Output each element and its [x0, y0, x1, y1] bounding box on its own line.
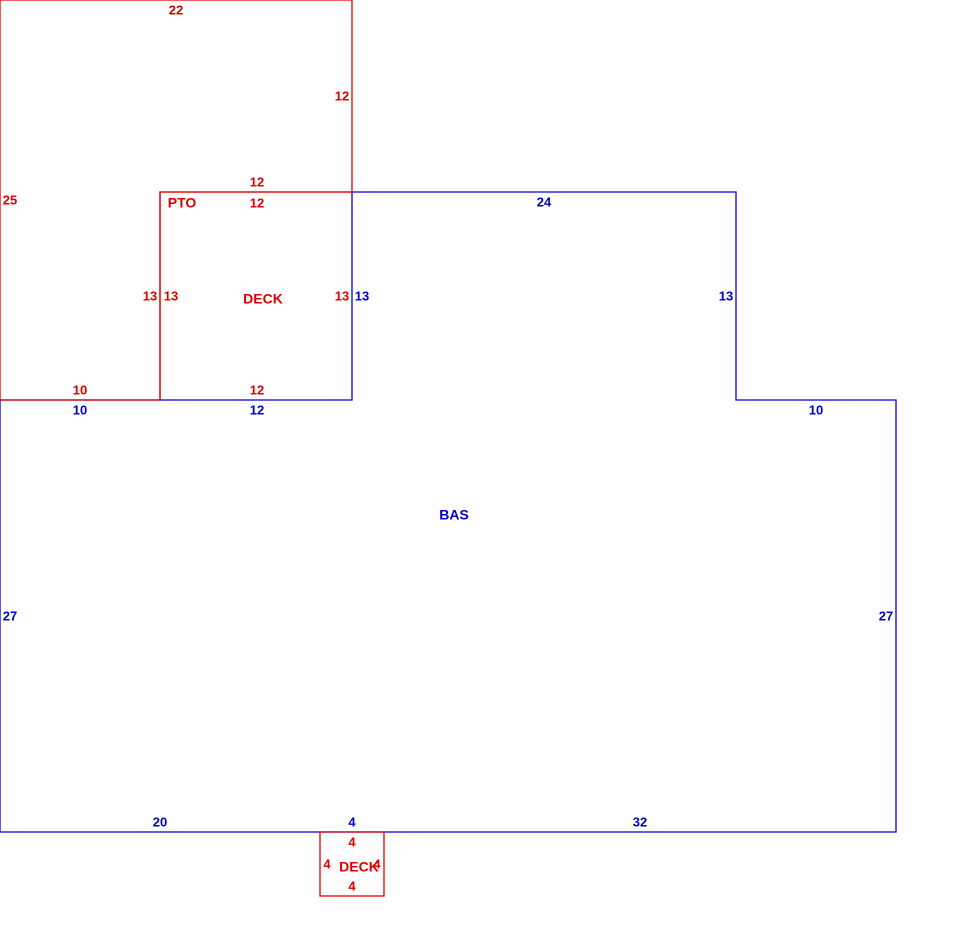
deck-upper-area-label: DECK [243, 291, 283, 307]
pto-dim-bottom: 10 [73, 382, 87, 397]
deck-lower-area-label: DECK [339, 859, 379, 875]
deck-lower-dim-bottom: 4 [348, 878, 356, 893]
bas-dim-left: 27 [3, 608, 17, 623]
deck-lower-dim-right: 4 [373, 856, 381, 871]
bas-dim-bottom-left: 20 [153, 814, 167, 829]
bas-dim-step-top: 10 [809, 402, 823, 417]
deck-upper-dim-top: 12 [250, 195, 264, 210]
bas-dim-bottom-right: 32 [633, 814, 647, 829]
pto-dim-left: 25 [3, 192, 17, 207]
deck-upper-outline [159, 191, 352, 400]
bas-dim-bottom-mid: 4 [348, 814, 356, 829]
bas-dim-upper-top: 24 [537, 194, 552, 209]
bas-dim-upper-left: 13 [355, 288, 369, 303]
bas-dim-top-left: 10 [73, 402, 87, 417]
bas-area-label: BAS [439, 507, 469, 523]
bas-dim-upper-right: 13 [719, 288, 733, 303]
pto-dim-inner-right: 13 [143, 288, 157, 303]
deck-upper-dim-left: 13 [164, 288, 178, 303]
pto-dim-top: 22 [169, 2, 183, 17]
deck-upper-dim-right: 13 [335, 288, 349, 303]
deck-lower-dim-top: 4 [348, 834, 356, 849]
pto-dim-inner-top: 12 [250, 174, 264, 189]
deck-upper-dim-bottom: 12 [250, 382, 264, 397]
pto-area-label: PTO [168, 195, 197, 211]
deck-lower-outline [319, 831, 385, 897]
bas-dim-right: 27 [879, 608, 893, 623]
deck-lower-dim-left: 4 [323, 856, 331, 871]
pto-dim-right: 12 [335, 88, 349, 103]
bas-outline [0, 191, 897, 833]
bas-dim-top-mid: 12 [250, 402, 264, 417]
